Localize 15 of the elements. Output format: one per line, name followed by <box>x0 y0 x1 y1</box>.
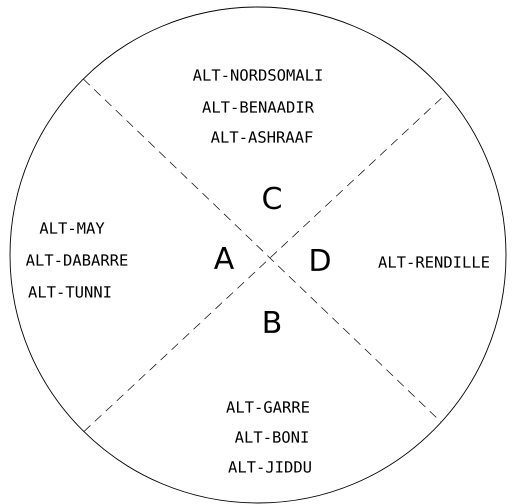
dialect-label: ALT-JIDDU <box>228 461 311 473</box>
dialect-label: ALT-MAY <box>40 222 104 234</box>
dialect-label: ALT-BONI <box>234 431 308 443</box>
dialect-label: ALT-DABARRE <box>26 254 128 266</box>
sector-letter: D <box>311 249 330 271</box>
dialect-label: ALT-GARRE <box>226 401 309 413</box>
dialect-label: ALT-NORDSOMALI <box>192 69 322 81</box>
dialect-label: ALT-BENAADIR <box>202 101 314 113</box>
circle-outline <box>10 6 506 504</box>
sector-letter: C <box>263 186 281 210</box>
dialect-label: ALT-RENDILLE <box>378 256 489 268</box>
dialect-label: ALT-ASHRAAF <box>210 131 312 143</box>
dialect-label: ALT-TUNNI <box>28 286 110 298</box>
sector-letter: A <box>214 247 234 269</box>
sector-letter: B <box>264 311 280 333</box>
